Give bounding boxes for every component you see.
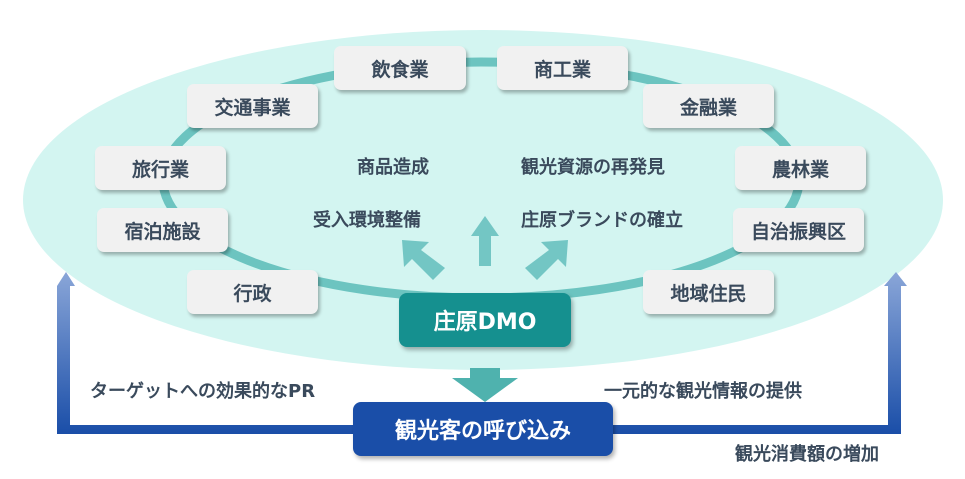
stakeholder-node: 自治振興区 — [733, 208, 864, 252]
stakeholder-label: 飲食業 — [371, 58, 429, 81]
stakeholder-node: 商工業 — [497, 46, 628, 90]
stakeholder-label: 行政 — [233, 282, 272, 305]
arrow-down-icon — [452, 368, 518, 402]
stakeholder-label: 交通事業 — [214, 96, 291, 119]
stakeholder-label: 宿泊施設 — [124, 220, 201, 243]
stakeholder-label: 旅行業 — [131, 158, 189, 181]
arrow-up-left-icon — [402, 240, 445, 280]
stakeholder-label: 金融業 — [679, 96, 737, 119]
dmo-label: 庄原DMO — [433, 310, 537, 335]
stakeholder-label: 地域住民 — [670, 282, 747, 305]
arrow-up-right-icon — [525, 240, 568, 280]
activity-label: 受入環境整備 — [313, 210, 421, 231]
stakeholder-node: 地域住民 — [643, 270, 774, 314]
stakeholder-label: 農林業 — [771, 158, 829, 181]
stakeholder-node: 交通事業 — [187, 84, 318, 128]
stakeholder-node: 宿泊施設 — [97, 208, 228, 252]
activity-label: 観光資源の再発見 — [521, 157, 665, 178]
activity-label: 庄原ブランドの確立 — [521, 210, 683, 231]
stakeholder-node: 農林業 — [735, 146, 866, 190]
dmo-box: 庄原DMO — [399, 293, 571, 347]
stakeholder-node: 飲食業 — [334, 46, 466, 90]
flow-label-info: 一元的な観光情報の提供 — [604, 381, 802, 402]
stakeholder-node: 金融業 — [643, 84, 774, 128]
activity-label: 商品造成 — [357, 157, 429, 178]
flow-label-pr: ターゲットへの効果的なPR — [90, 381, 316, 402]
stakeholder-label: 自治振興区 — [750, 220, 846, 243]
stakeholder-node: 旅行業 — [95, 146, 226, 190]
stakeholder-node: 行政 — [187, 270, 318, 314]
visitor-attraction-box: 観光客の呼び込み — [353, 402, 613, 456]
stakeholder-label: 商工業 — [533, 58, 591, 81]
flow-label-spending: 観光消費額の増加 — [735, 444, 879, 465]
visitor-attraction-label: 観光客の呼び込み — [394, 419, 571, 444]
arrow-up-icon — [471, 216, 499, 266]
